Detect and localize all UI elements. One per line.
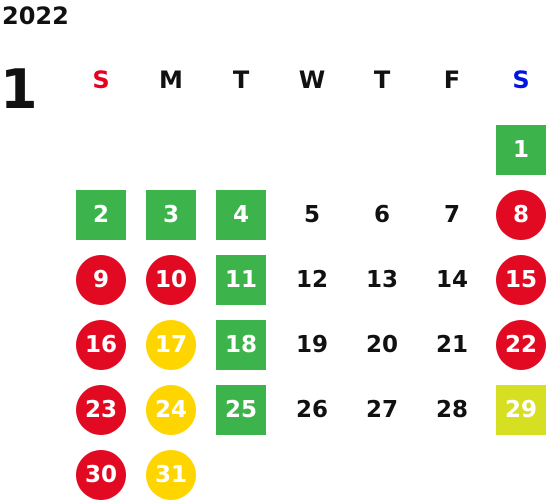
day-cell-8: 8	[496, 190, 546, 240]
weekday-wednesday: W	[298, 66, 326, 94]
day-cell-15: 15	[496, 255, 546, 305]
day-cell-2: 2	[76, 190, 126, 240]
day-cell-23: 23	[76, 385, 126, 435]
day-cell-5: 5	[303, 202, 320, 228]
day-cell-24: 24	[146, 385, 196, 435]
day-cell-31: 31	[146, 450, 196, 500]
day-cell-13: 13	[365, 267, 398, 293]
weekday-sunday: S	[92, 66, 110, 94]
day-cell-28: 28	[435, 397, 468, 423]
day-cell-27: 27	[365, 397, 398, 423]
day-cell-10: 10	[146, 255, 196, 305]
day-cell-1: 1	[496, 125, 546, 175]
day-cell-18: 18	[216, 320, 266, 370]
day-cell-12: 12	[295, 267, 328, 293]
weekday-thursday: T	[373, 66, 391, 94]
day-cell-11: 11	[216, 255, 266, 305]
day-cell-19: 19	[295, 332, 328, 358]
day-cell-20: 20	[365, 332, 398, 358]
day-cell-26: 26	[295, 397, 328, 423]
weekday-friday: F	[443, 66, 461, 94]
weekday-tuesday: T	[232, 66, 250, 94]
day-cell-21: 21	[435, 332, 468, 358]
day-cell-25: 25	[216, 385, 266, 435]
day-cell-17: 17	[146, 320, 196, 370]
day-cell-4: 4	[216, 190, 266, 240]
day-cell-3: 3	[146, 190, 196, 240]
day-cell-29: 29	[496, 385, 546, 435]
weekday-monday: M	[159, 66, 183, 94]
day-cell-30: 30	[76, 450, 126, 500]
day-cell-9: 9	[76, 255, 126, 305]
day-cell-16: 16	[76, 320, 126, 370]
weekday-saturday: S	[512, 66, 530, 94]
day-cell-14: 14	[435, 267, 468, 293]
month-label: 1	[0, 58, 38, 121]
day-cell-22: 22	[496, 320, 546, 370]
year-label: 2022	[2, 2, 69, 30]
day-cell-7: 7	[443, 202, 460, 228]
day-cell-6: 6	[373, 202, 390, 228]
